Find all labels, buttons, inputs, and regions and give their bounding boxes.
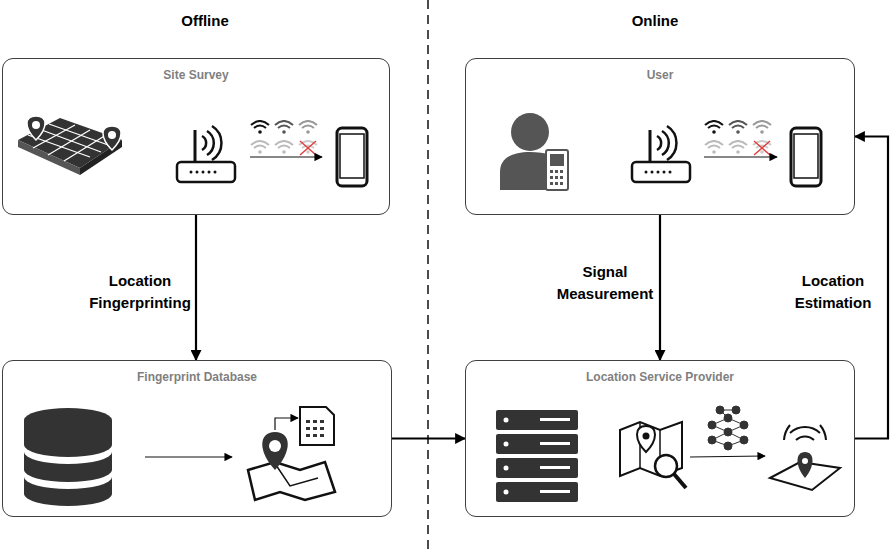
wifi-signal-icon [705,121,771,155]
map-grid-icon [18,116,122,175]
divider-line [427,0,429,550]
edge-label: Signal Measurement [545,261,665,305]
flow-connector [392,437,465,439]
box-title: Site Survey [11,68,381,82]
signal-arrow [704,156,777,157]
wifi-signal-icon [251,121,317,155]
process-box: User [465,58,855,215]
location-signal-icon [770,425,840,490]
box-title: Fingerprint Database [11,370,383,384]
server-icon [496,410,578,502]
process-box: Location Service Provider [465,360,855,517]
flow-connector [195,215,197,360]
process-box: Site Survey [2,58,390,215]
signal-arrow [250,156,322,157]
section-heading: Online [590,10,720,32]
phone-icon [337,128,367,186]
edge-label: Location Fingerprinting [80,270,200,314]
flow-arrow [690,456,765,457]
router-icon [177,126,235,182]
map-document-icon [248,407,335,500]
section-heading: Offline [140,10,270,32]
neural-network-icon [708,406,748,450]
map-search-icon [620,422,686,488]
edge-label: Location Estimation [773,270,892,314]
phone-icon [791,128,821,186]
flow-connector [659,215,661,360]
box-title: User [474,68,846,82]
box-title: Location Service Provider [474,370,846,384]
database-icon [24,408,112,506]
flow-arrow [145,456,232,457]
process-box: Fingerprint Database [2,360,392,517]
router-icon [632,126,690,182]
person-icon [500,113,568,190]
